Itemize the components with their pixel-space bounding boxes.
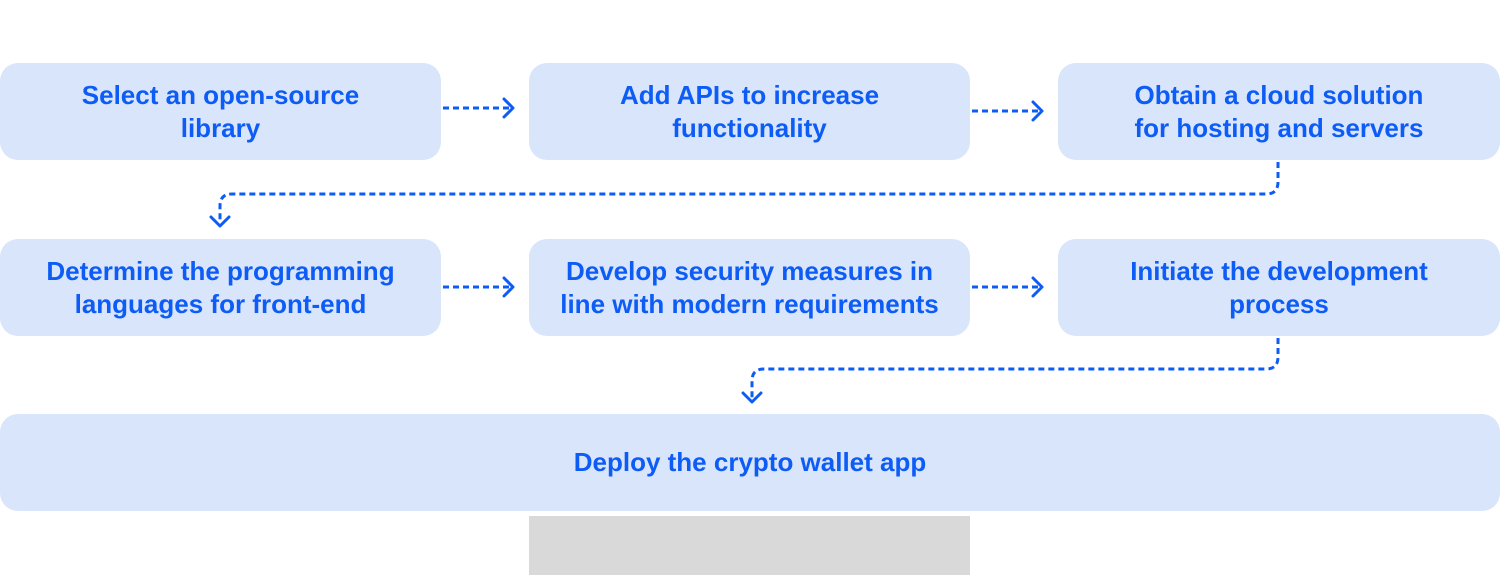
arrow-right-icon: [972, 276, 1044, 298]
step-initiate-development: Initiate the development process: [1058, 239, 1500, 336]
arrow-right-icon: [443, 97, 515, 119]
arrow-down-elbow-icon: [741, 338, 1280, 404]
step-label-line: for hosting and servers: [1134, 112, 1424, 143]
step-label-line: Add APIs to increase: [619, 79, 880, 110]
arrow-right-icon: [443, 276, 515, 298]
step-label-line: Determine the programming: [46, 255, 395, 286]
step-label-line: Select an open-source: [81, 79, 360, 110]
step-label-line: library: [180, 112, 261, 143]
step-label-line: line with modern requirements: [560, 288, 939, 319]
step-cloud-solution: Obtain a cloud solution for hosting and …: [1058, 63, 1500, 160]
gray-placeholder-block: [529, 516, 970, 575]
step-label-line: Develop security measures in: [565, 255, 934, 286]
step-add-apis: Add APIs to increase functionality: [529, 63, 970, 160]
step-select-library: Select an open-source library: [0, 63, 441, 160]
step-label-line: languages for front-end: [74, 288, 367, 319]
step-label-line: Obtain a cloud solution: [1134, 79, 1424, 110]
step-security-measures: Develop security measures in line with m…: [529, 239, 970, 336]
arrow-down-elbow-icon: [209, 162, 1280, 228]
step-programming-languages: Determine the programming languages for …: [0, 239, 441, 336]
step-label-line: functionality: [672, 112, 827, 143]
step-label-line: Initiate the development: [1130, 255, 1428, 286]
step-label-line: Deploy the crypto wallet app: [573, 447, 927, 477]
step-deploy-app: Deploy the crypto wallet app: [0, 414, 1500, 511]
arrow-right-icon: [972, 100, 1044, 122]
step-label-line: process: [1229, 288, 1329, 319]
